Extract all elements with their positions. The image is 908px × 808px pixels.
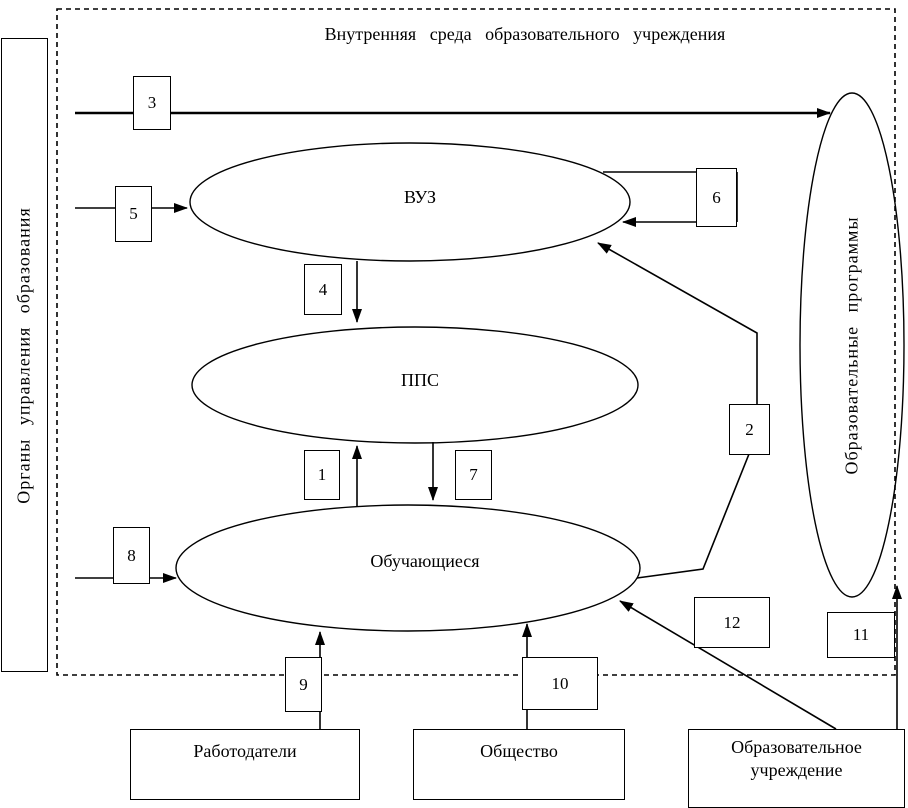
vuz-ellipse — [189, 142, 631, 262]
education-authorities-panel: Органы управления образования — [1, 38, 48, 672]
arrow-12-line — [619, 600, 837, 730]
pps-label: ППС — [400, 370, 439, 390]
arrow-box-4: 4 — [304, 264, 342, 315]
pps-ellipse — [191, 326, 639, 444]
vuz-label: ВУЗ — [403, 187, 437, 207]
education-authorities-label: Органы управления образования — [14, 206, 35, 504]
arrow-box-10: 10 — [522, 657, 598, 710]
employers-box: Работодатели — [130, 729, 360, 800]
programs-label-area: Образовательные программы — [800, 95, 905, 595]
arrow-box-6: 6 — [696, 168, 737, 227]
arrow-box-5: 5 — [115, 186, 152, 242]
students-ellipse — [175, 504, 641, 632]
programs-label: Образовательные программы — [842, 215, 862, 475]
arrow-box-3: 3 — [133, 76, 171, 130]
arrow-box-9: 9 — [285, 657, 322, 712]
arrow-box-12: 12 — [694, 597, 770, 648]
inner-environment-title: Внутренняя среда образовательного учрежд… — [324, 24, 726, 44]
arrow-box-7: 7 — [455, 450, 492, 500]
arrow-box-2: 2 — [729, 404, 770, 455]
arrow-box-11: 11 — [827, 612, 895, 658]
arrow-box-8: 8 — [113, 527, 150, 584]
institution-box: Образовательное учреждение — [688, 729, 905, 808]
inner-environment-dashed-border — [56, 8, 896, 676]
society-box: Общество — [413, 729, 625, 800]
students-label: Обучающиеся — [370, 551, 480, 571]
arrow-box-1: 1 — [304, 450, 340, 500]
programs-ellipse — [799, 92, 905, 598]
